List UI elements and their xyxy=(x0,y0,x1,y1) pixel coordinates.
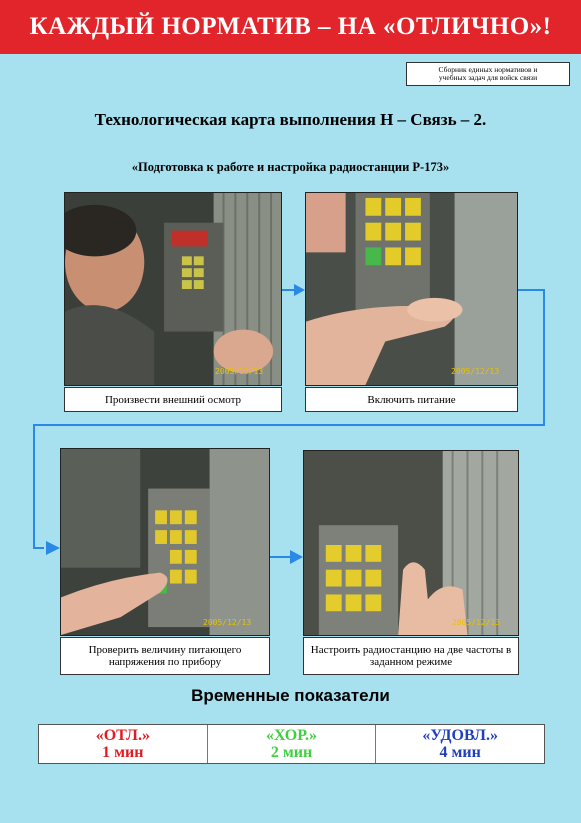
arrowhead-step-4 xyxy=(290,550,303,564)
step-2-photo: 2005/12/13 xyxy=(305,192,518,386)
step-4-photo: 2005/12/13 xyxy=(303,450,519,636)
step-3-date: 2005/12/13 xyxy=(203,618,252,627)
step-4-date: 2005/12/13 xyxy=(452,618,501,627)
power-switch-image xyxy=(306,193,517,385)
collection-label: Сборник единых нормативов и учебных зада… xyxy=(406,62,570,86)
step-1-photo: 2005/12/13 xyxy=(64,192,282,386)
step-4-caption: Настроить радиостанцию на две частоты в … xyxy=(303,637,519,675)
page-subtitle: «Подготовка к работе и настройка радиост… xyxy=(131,160,450,174)
frequency-tuning-image xyxy=(304,451,518,635)
step-3-photo: 2005/12/13 xyxy=(60,448,270,636)
page-title: Технологическая карта выполнения Н – Свя… xyxy=(94,110,487,129)
collection-line-1: Сборник единых нормативов и xyxy=(438,64,538,74)
grade-satisfactory-label: «УДОВЛ.» xyxy=(422,727,498,744)
grade-good-label: «ХОР.» xyxy=(266,727,317,744)
arrowhead-step-2 xyxy=(294,284,305,296)
time-indicators-title: Временные показатели xyxy=(191,686,390,705)
step-2-caption: Включить питание xyxy=(305,387,518,412)
step-2-date: 2005/12/13 xyxy=(451,367,500,376)
collection-line-2: учебных задач для войск связи xyxy=(438,73,538,82)
grade-excellent-label: «ОТЛ.» xyxy=(95,727,150,744)
grade-good-value: 2 мин xyxy=(270,744,313,761)
grade-table: «ОТЛ.» 1 мин «ХОР.» 2 мин «УДОВЛ.» 4 мин xyxy=(38,724,545,764)
arrowhead-step-3 xyxy=(46,541,60,555)
grade-good: «ХОР.» 2 мин xyxy=(208,725,377,763)
grade-excellent: «ОТЛ.» 1 мин xyxy=(39,725,208,763)
step-3-caption: Проверить величину питающего напряжения … xyxy=(60,637,270,675)
step-1-caption: Произвести внешний осмотр xyxy=(64,387,282,412)
header-banner: КАЖДЫЙ НОРМАТИВ – НА «ОТЛИЧНО»! xyxy=(0,0,581,54)
step-1-date: 2005/12/13 xyxy=(215,367,264,376)
voltage-check-image xyxy=(61,449,269,635)
radio-inspection-image xyxy=(65,193,281,385)
grade-satisfactory: «УДОВЛ.» 4 мин xyxy=(376,725,544,763)
grade-satisfactory-value: 4 мин xyxy=(439,744,481,761)
grade-excellent-value: 1 мин xyxy=(102,744,144,761)
